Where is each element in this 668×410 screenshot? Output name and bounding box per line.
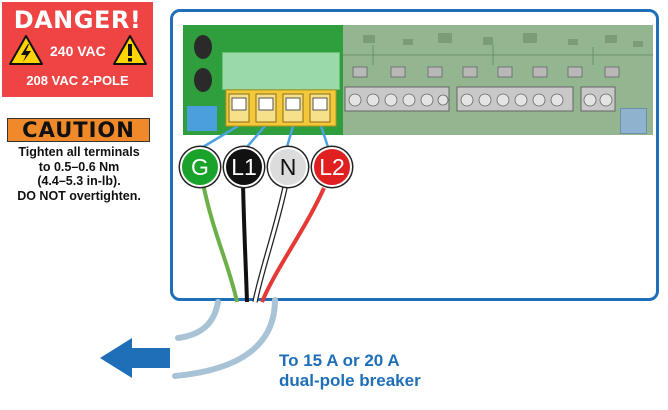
indicator-block bbox=[187, 106, 217, 131]
danger-title: DANGER! bbox=[13, 6, 142, 34]
danger-sign: DANGER! 240 VAC 208 VAC 2-POLE bbox=[2, 2, 153, 97]
breaker-line-2: dual-pole breaker bbox=[279, 371, 421, 390]
danger-voltage-208: 208 VAC 2-POLE bbox=[26, 73, 129, 88]
caution-line-1: Tighten all terminals bbox=[18, 145, 140, 159]
terminal-label-ground: G bbox=[191, 154, 209, 180]
high-voltage-warning-icon bbox=[9, 35, 43, 65]
wire-neutral bbox=[253, 182, 288, 303]
wire-ground bbox=[201, 182, 239, 303]
terminal-label-line-1: L1 bbox=[231, 154, 257, 180]
terminal-badge-line-2: L2 bbox=[312, 147, 352, 187]
circuit-board bbox=[343, 25, 653, 135]
terminal-badge-line-1: L1 bbox=[224, 147, 264, 187]
caution-line-4: DO NOT overtighten. bbox=[17, 188, 141, 203]
terminal-badge-neutral: N bbox=[268, 147, 308, 187]
danger-voltage-240: 240 VAC bbox=[50, 43, 106, 59]
cable-sheath-inner bbox=[175, 299, 221, 341]
connector-block bbox=[620, 108, 647, 134]
caution-title: CAUTION bbox=[22, 118, 135, 142]
terminal-label-line-2: L2 bbox=[319, 154, 345, 180]
terminal-label-neutral: N bbox=[279, 154, 297, 180]
exclamation-warning-icon bbox=[113, 35, 147, 65]
wire-line-1 bbox=[241, 182, 249, 303]
caution-text: Tighten all terminals to 0.5–0.6 Nm (4.4… bbox=[4, 145, 154, 203]
caution-line-2: to 0.5–0.6 Nm bbox=[38, 159, 120, 174]
power-board-components bbox=[194, 35, 212, 92]
breaker-line-1: To 15 A or 20 A bbox=[279, 351, 400, 370]
power-terminal-block bbox=[225, 89, 337, 127]
caution-line-3: (4.4–5.3 in-lb). bbox=[37, 174, 121, 188]
arrow-left-icon bbox=[100, 338, 170, 378]
cable-sheath bbox=[172, 297, 278, 379]
breaker-note: To 15 A or 20 A dual-pole breaker bbox=[279, 351, 421, 391]
circuit-board-components bbox=[343, 33, 653, 112]
wire-line-2 bbox=[260, 187, 326, 303]
terminal-badge-ground: G bbox=[180, 147, 220, 187]
caution-header: CAUTION bbox=[7, 118, 150, 142]
